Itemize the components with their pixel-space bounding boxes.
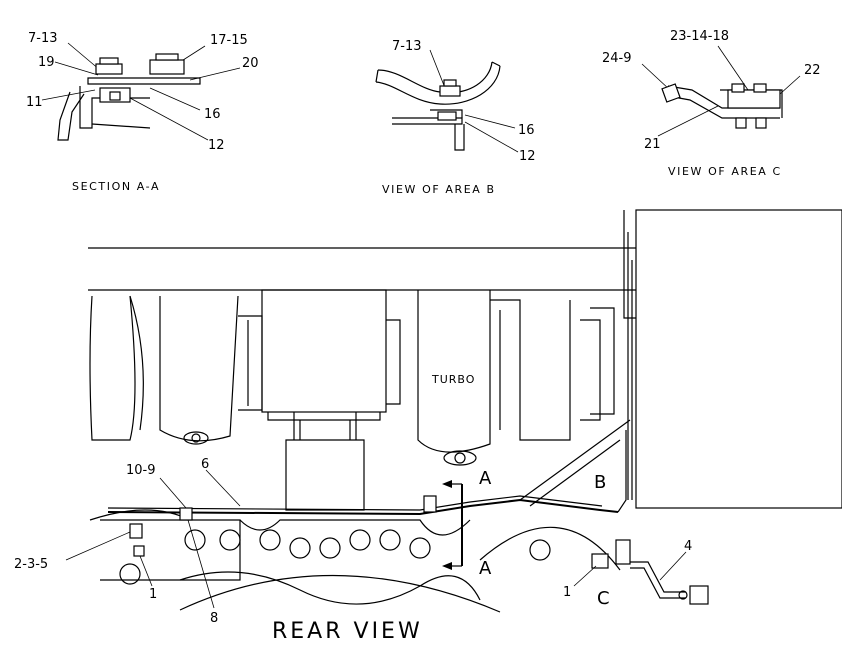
callout-label: 8 [210,611,218,626]
callout-label: 6 [201,457,209,472]
view-marker-a: A [479,468,492,489]
callout-label: 16 [518,123,535,138]
section-a-a-caption: SECTION A-A [72,180,160,193]
turbo-label: TURBO [431,373,475,386]
view-marker-b: B [594,472,606,493]
callout-label: 2-3-5 [14,557,48,572]
view-area-b-caption: VIEW OF AREA B [382,183,496,196]
callout-label: 20 [242,56,259,71]
callout-label: 19 [38,55,55,70]
callout-label: 17-15 [210,33,248,48]
callout-label: 24-9 [602,51,632,66]
callout-label: 4 [684,539,692,554]
callout-label: 1 [149,587,157,602]
view-area-c-detail: 23-14-18 24-9 22 21 VIEW OF AREA C [602,29,821,178]
callout-label: 16 [204,107,221,122]
rear-view-drawing: TURBO [14,209,842,644]
callout-label: 10-9 [126,463,156,478]
view-area-b-detail: 7-13 16 12 VIEW OF AREA B [375,39,536,196]
callout-label: 23-14-18 [670,29,729,44]
view-marker-a: A [479,558,492,579]
section-a-a-detail: 7-13 17-15 19 20 11 16 12 SECTION A-A [26,31,259,193]
callout-label: 12 [208,138,225,153]
callout-label: 11 [26,95,43,110]
callout-label: 7-13 [392,39,422,54]
view-area-c-caption: VIEW OF AREA C [668,165,782,178]
view-marker-c: C [597,588,610,609]
rear-view-caption: REAR VIEW [272,619,423,644]
callout-label: 1 [563,585,571,600]
callout-label: 7-13 [28,31,58,46]
callout-label: 21 [644,137,661,152]
callout-label: 12 [519,149,536,164]
callout-label: 22 [804,63,821,78]
